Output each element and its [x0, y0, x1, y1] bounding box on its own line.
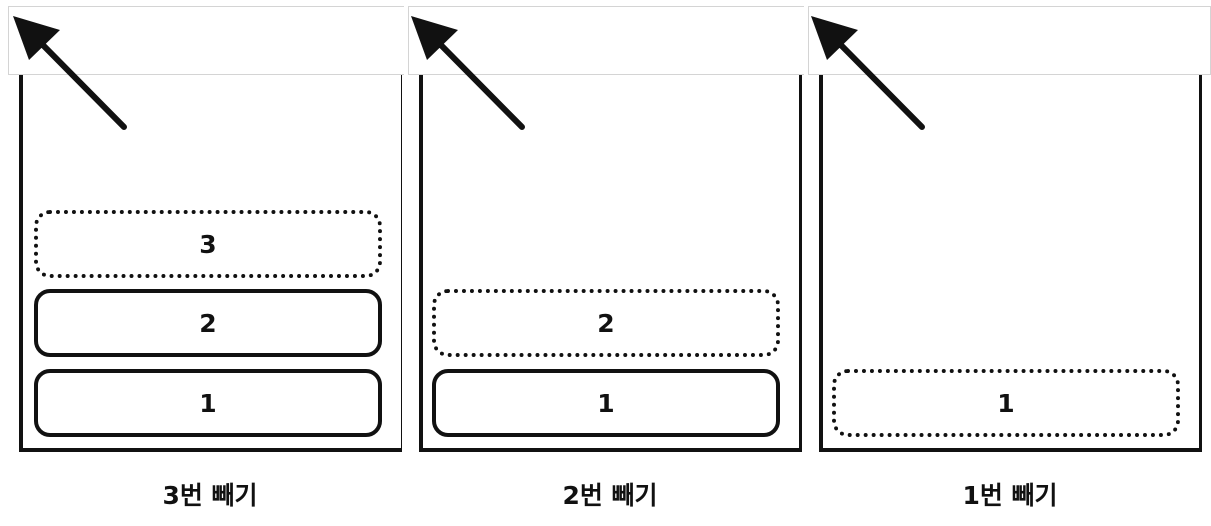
top-bar [408, 6, 804, 75]
stack-item-2: 2 [432, 289, 780, 357]
item-label: 1 [199, 388, 217, 418]
pop-arrow-icon [411, 16, 525, 130]
stack-item-3: 3 [34, 210, 382, 278]
pop-arrow-icon [13, 16, 127, 130]
stack-panel-2: 2 1 2번 빼기 [402, 0, 804, 526]
panel-caption: 2번 빼기 [562, 481, 658, 510]
stack-item-2: 2 [34, 289, 382, 357]
panel-caption: 3번 빼기 [162, 481, 258, 510]
stack-item-1: 1 [432, 369, 780, 437]
stack-panel-1: 3 2 1 3번 빼기 [2, 0, 404, 526]
item-label: 2 [199, 308, 217, 338]
item-label: 1 [597, 388, 615, 418]
stack-item-1: 1 [34, 369, 382, 437]
top-bar [808, 6, 1211, 75]
top-bar [8, 6, 404, 75]
stack-container [419, 75, 802, 452]
item-label: 1 [997, 388, 1015, 418]
item-label: 2 [597, 308, 615, 338]
stack-item-1: 1 [832, 369, 1180, 437]
stack-panel-3: 1 1번 빼기 [802, 0, 1211, 526]
pop-arrow-icon [811, 16, 925, 130]
item-label: 3 [199, 229, 217, 259]
stack-container [819, 75, 1202, 452]
panel-caption: 1번 빼기 [962, 481, 1058, 510]
stack-container [19, 75, 402, 452]
